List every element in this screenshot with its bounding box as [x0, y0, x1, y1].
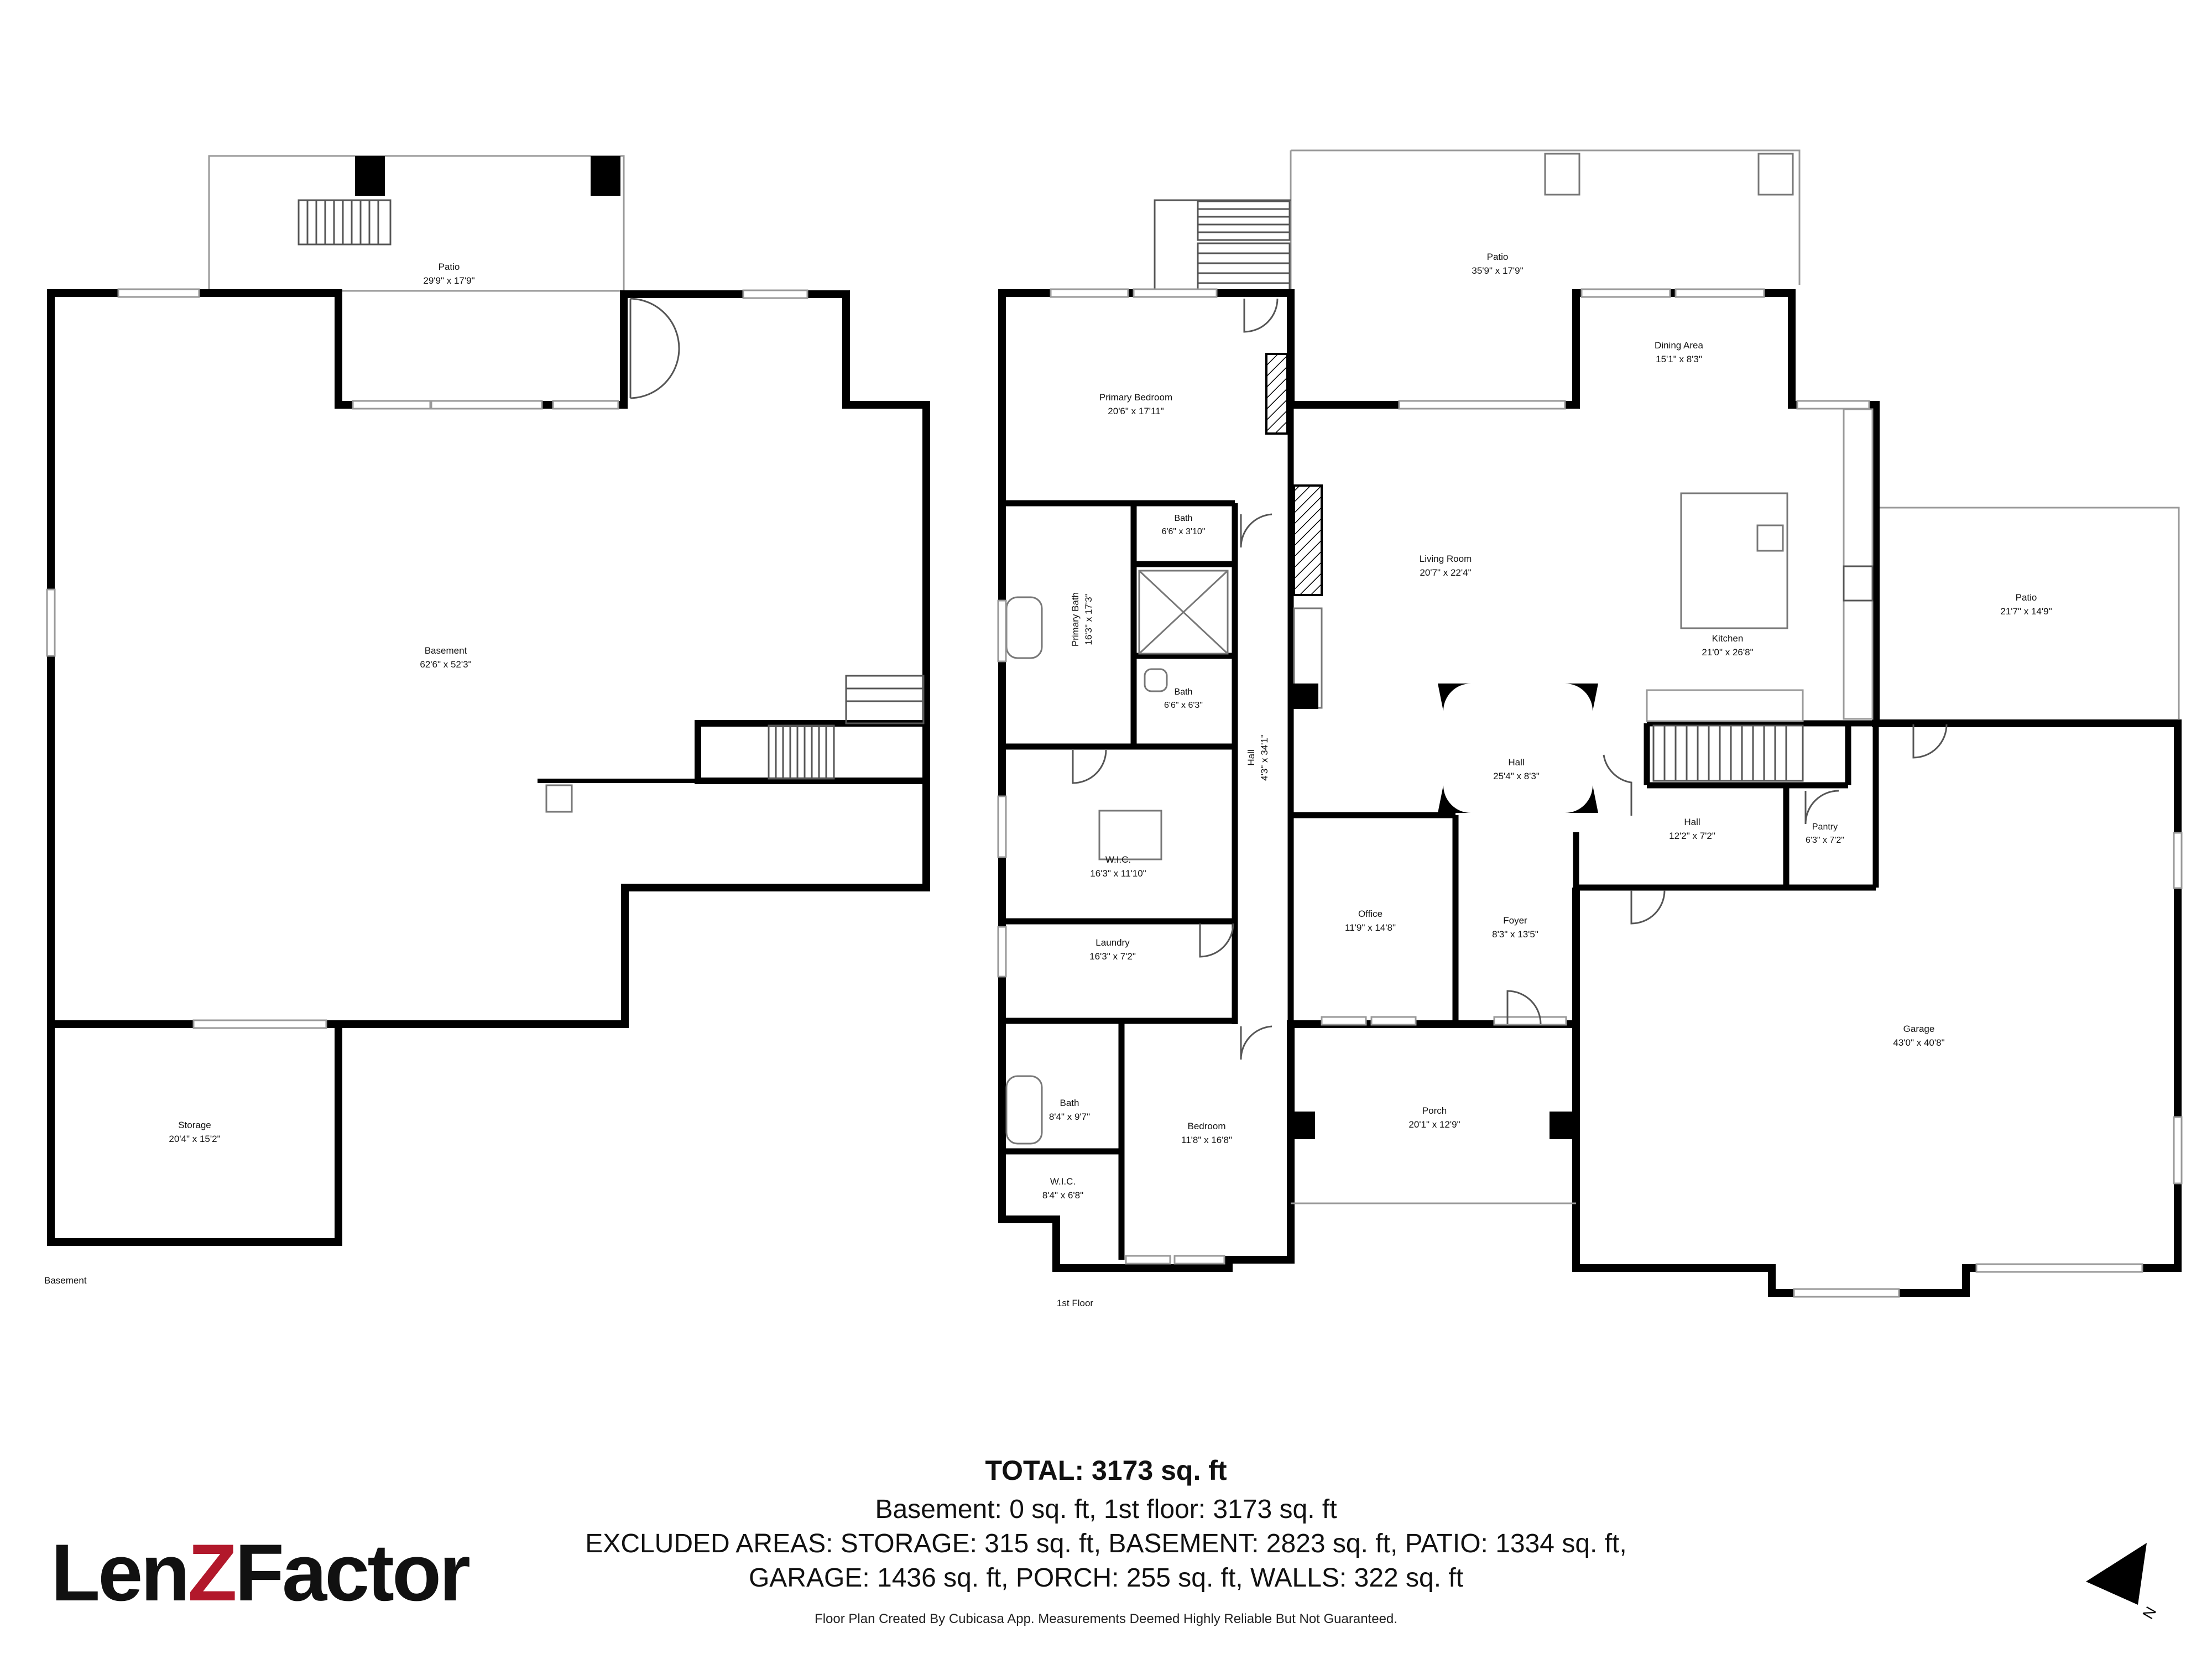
- room-name: Bath: [1175, 514, 1193, 523]
- room-dims: 16'3" x 7'2": [1089, 951, 1136, 962]
- basement-stair-enclosure: [695, 720, 930, 784]
- kitchen-stairs: [1652, 724, 1804, 782]
- basement-patio-outline: [208, 155, 625, 292]
- room-dims: 43'0" x 40'8": [1893, 1037, 1944, 1048]
- room-name: Patio: [2016, 592, 2037, 603]
- room-dims: 62'6" x 52'3": [420, 659, 471, 670]
- patio-column: [1757, 153, 1794, 196]
- basement-floor: [46, 155, 930, 1246]
- room-name: Dining Area: [1655, 340, 1703, 351]
- room-name: Laundry: [1095, 937, 1130, 948]
- column-block: [1291, 684, 1318, 709]
- room-name: Office: [1358, 909, 1383, 919]
- kitchen-counter: [1646, 689, 1804, 722]
- room-name: Primary Bedroom: [1099, 392, 1172, 403]
- chimney: [1265, 353, 1288, 435]
- room-dims: 6'6" x 3'10": [1162, 527, 1206, 536]
- room-dims: 6'6" x 6'3": [1164, 701, 1203, 710]
- room-name: Hall: [1684, 817, 1700, 827]
- room-dims: 4'3" x 34'1": [1259, 734, 1270, 781]
- room-dims: 8'3" x 13'5": [1492, 929, 1538, 940]
- room-dims: 12'2" x 7'2": [1669, 831, 1715, 841]
- disclaimer: Floor Plan Created By Cubicasa App. Meas…: [815, 1611, 1397, 1626]
- basement-column: [545, 784, 573, 813]
- room-dims: 8'4" x 6'8": [1042, 1190, 1083, 1201]
- room-dims: 15'1" x 8'3": [1656, 354, 1702, 364]
- first-floor: [997, 149, 2183, 1298]
- basement-patio-pier: [355, 156, 385, 196]
- basement-patio-stairs: [298, 199, 392, 246]
- basement-stairs: [768, 675, 925, 780]
- room-name: Living Room: [1420, 554, 1472, 564]
- room-dims: 20'7" x 22'4": [1420, 567, 1471, 578]
- floor-label: 1st Floor: [1057, 1298, 1093, 1308]
- hall-rotunda: [1438, 684, 1598, 813]
- floor-label: Basement: [44, 1275, 87, 1286]
- basement-patio-pier: [591, 156, 620, 196]
- room-dims: 11'8" x 16'8": [1181, 1135, 1232, 1145]
- excluded-areas: EXCLUDED AREAS: STORAGE: 315 sq. ft, BAS…: [585, 1529, 1627, 1558]
- room-dims: 29'9" x 17'9": [423, 275, 474, 286]
- north-arrow-icon: [2086, 1543, 2147, 1605]
- first-floor-doors: [1072, 298, 1948, 1060]
- first-floor-inner-walls: [1002, 294, 1879, 1260]
- room-name: W.I.C.: [1105, 854, 1131, 865]
- porch-pier: [1550, 1112, 1574, 1139]
- fireplace: [1293, 484, 1323, 596]
- excluded-areas-continued: GARAGE: 1436 sq. ft, PORCH: 255 sq. ft, …: [748, 1563, 1464, 1593]
- east-patio-outline: [1878, 507, 2180, 719]
- room-dims: 8'4" x 9'7": [1049, 1112, 1090, 1122]
- room-dims: 11'9" x 14'8": [1345, 922, 1396, 933]
- room-name: Garage: [1903, 1024, 1935, 1034]
- basement-walls: [47, 289, 930, 1246]
- kitchen-counter: [1843, 408, 1874, 720]
- room-name: Storage: [178, 1120, 211, 1130]
- logo-text: Factor: [234, 1527, 471, 1618]
- north-patio-stairs: [1154, 199, 1291, 294]
- north-patio-outline: [1291, 149, 1801, 285]
- basement-windows: [46, 288, 808, 1029]
- range: [1843, 565, 1874, 602]
- room-dims: 6'3" x 7'2": [1806, 836, 1844, 845]
- lenzfactor-logo: LenZFactor: [51, 1526, 471, 1619]
- room-dims: 16'3" x 11'10": [1090, 868, 1146, 879]
- room-name: Patio: [1487, 252, 1509, 262]
- kitchen-island: [1680, 492, 1788, 629]
- porch-pier: [1291, 1112, 1315, 1139]
- floor-areas: Basement: 0 sq. ft, 1st floor: 3173 sq. …: [875, 1495, 1337, 1524]
- room-name: Bedroom: [1188, 1121, 1226, 1131]
- room-name: Kitchen: [1712, 633, 1744, 644]
- room-dims: 25'4" x 8'3": [1493, 771, 1540, 781]
- room-name: W.I.C.: [1050, 1176, 1076, 1187]
- room-dims: 35'9" x 17'9": [1472, 265, 1523, 276]
- room-dims: 21'7" x 14'9": [2000, 606, 2052, 617]
- room-name: Hall: [1246, 749, 1256, 765]
- logo-text: Len: [51, 1527, 190, 1618]
- room-name: Hall: [1508, 757, 1524, 768]
- logo-z: Z: [187, 1527, 237, 1618]
- room-dims: 16'3" x 17'3": [1083, 593, 1094, 645]
- room-dims: 21'0" x 26'8": [1702, 647, 1753, 658]
- patio-column: [1544, 153, 1580, 196]
- room-name: Bath: [1060, 1098, 1079, 1108]
- room-labels: Patio 29'9" x 17'9" Basement 62'6" x 52'…: [44, 252, 2052, 1308]
- room-dims: 20'6" x 17'11": [1108, 406, 1164, 416]
- room-name: Basement: [425, 645, 467, 656]
- room-name: Patio: [439, 262, 460, 272]
- room-dims: 20'1" x 12'9": [1408, 1119, 1460, 1130]
- room-dims: 20'4" x 15'2": [169, 1134, 220, 1144]
- room-name: Primary Bath: [1070, 592, 1081, 646]
- kitchen-sink: [1756, 524, 1784, 552]
- room-name: Pantry: [1812, 822, 1838, 832]
- first-floor-outer-walls: [998, 289, 2182, 1297]
- bath-fixtures: [1005, 570, 1229, 1145]
- room-name: Bath: [1175, 687, 1193, 697]
- room-name: Foyer: [1503, 915, 1527, 926]
- room-name: Porch: [1422, 1105, 1447, 1116]
- basement-door: [629, 298, 680, 399]
- first-floor-windows: [997, 288, 2183, 1298]
- total-area: TOTAL: 3173 sq. ft: [985, 1455, 1227, 1486]
